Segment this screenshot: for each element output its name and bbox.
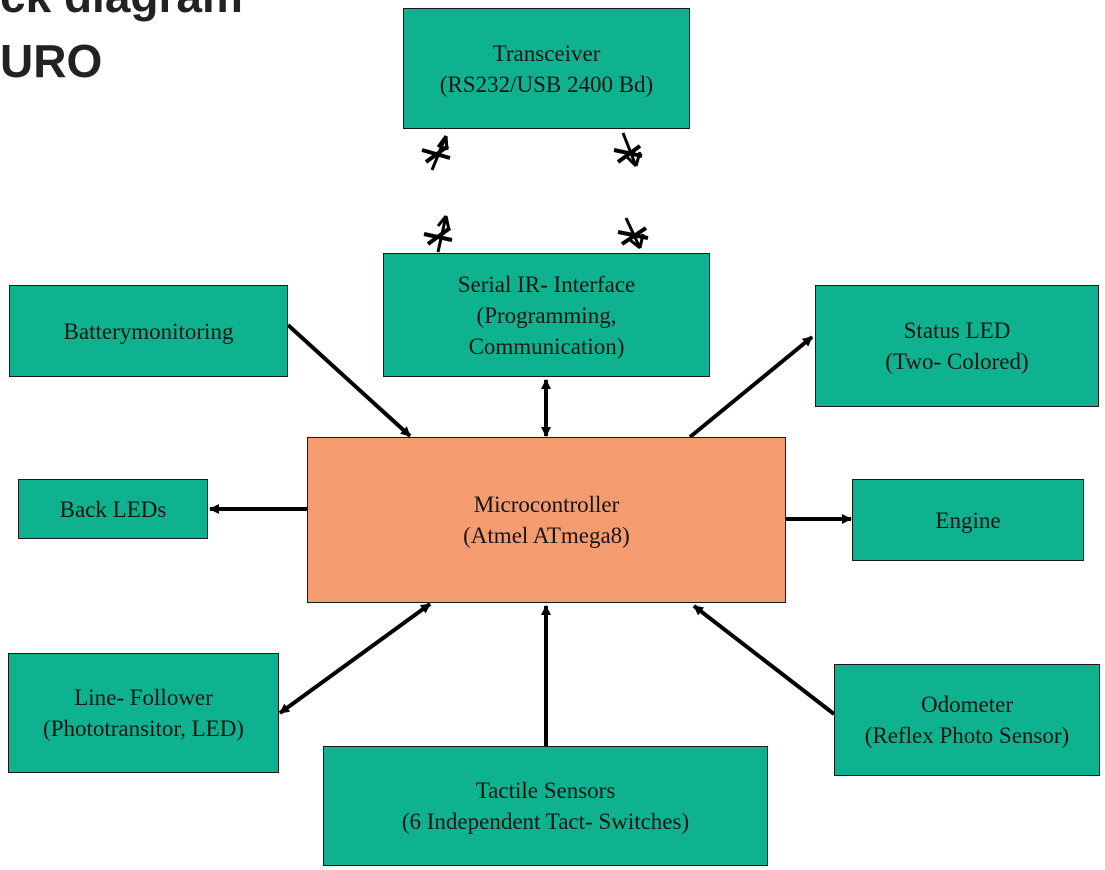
- mcu-subtitle: (Atmel ATmega8): [463, 523, 630, 548]
- title-line-2: URO: [0, 35, 103, 87]
- line-follower-subtitle: (Phototransitor, LED): [43, 716, 244, 741]
- transceiver-block: Transceiver (RS232/USB 2400 Bd): [403, 8, 690, 129]
- microcontroller-block: Microcontroller (Atmel ATmega8): [307, 437, 786, 603]
- battery-block: Batterymonitoring: [9, 285, 288, 377]
- tactile-subtitle: (6 Independent Tact- Switches): [401, 809, 690, 834]
- line-follower-title: Line- Follower: [74, 685, 213, 710]
- serial-ir-block: Serial IR- Interface (Programming, Commu…: [383, 253, 710, 377]
- engine-block: Engine: [852, 479, 1084, 561]
- arrow-odometer-to-mcu: [692, 604, 836, 716]
- line-follower-block: Line- Follower (Phototransitor, LED): [8, 653, 279, 773]
- engine-title: Engine: [935, 507, 1001, 533]
- transceiver-title: Transceiver: [492, 40, 601, 66]
- title-line-1: ck diagram: [0, 0, 243, 22]
- arrow-mcu-to-status-led: [688, 335, 814, 439]
- ir-link-left-top: [421, 135, 451, 171]
- serial-ir-title: Serial IR- Interface: [457, 271, 636, 297]
- back-leds-block: Back LEDs: [18, 479, 208, 539]
- back-leds-title: Back LEDs: [59, 496, 167, 522]
- arrow-mcu-line-follower: [278, 602, 432, 715]
- ir-link-right-top: [613, 132, 643, 168]
- tactile-title: Tactile Sensors: [475, 778, 616, 803]
- tactile-sensors-block: Tactile Sensors (6 Independent Tact- Swi…: [323, 746, 768, 866]
- ir-link-right-bottom: [617, 217, 649, 250]
- odometer-title: Odometer: [921, 692, 1013, 717]
- serial-ir-line3: Communication): [468, 333, 625, 359]
- transceiver-subtitle: (RS232/USB 2400 Bd): [439, 71, 654, 97]
- status-led-block: Status LED (Two- Colored): [815, 285, 1099, 407]
- status-led-subtitle: (Two- Colored): [885, 349, 1029, 374]
- status-led-title: Status LED: [903, 318, 1011, 343]
- page-title: ck diagram URO: [0, 0, 340, 110]
- mcu-title: Microcontroller: [473, 492, 620, 517]
- battery-title: Batterymonitoring: [63, 318, 234, 344]
- odometer-block: Odometer (Reflex Photo Sensor): [834, 664, 1100, 776]
- serial-ir-line2: (Programming,: [476, 302, 617, 328]
- odometer-subtitle: (Reflex Photo Sensor): [864, 723, 1070, 748]
- ir-link-left-bottom: [423, 215, 453, 253]
- arrow-battery-to-mcu: [286, 323, 412, 438]
